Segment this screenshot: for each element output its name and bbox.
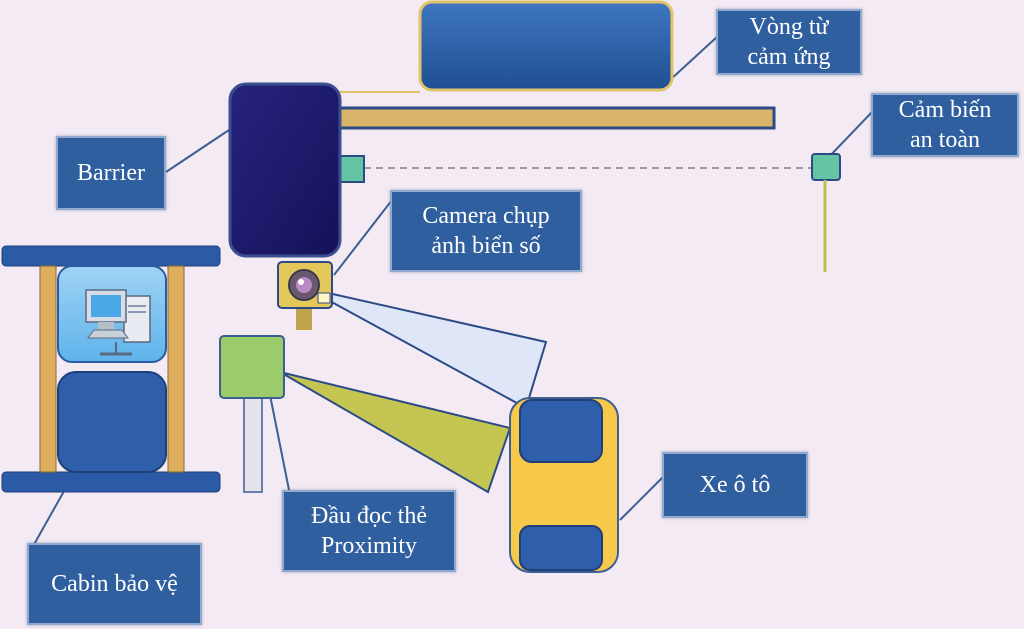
- label-camera-line-1: Camera chụp: [422, 203, 550, 229]
- label-safety-sensor-line-2: an toàn: [910, 127, 980, 153]
- car: [509, 397, 619, 573]
- label-camera: Camera chụp ảnh biển số: [390, 190, 582, 272]
- label-camera-line-2: ảnh biển số: [431, 233, 541, 259]
- safety-sensor-receiver: [811, 153, 841, 181]
- barrier-body: [228, 82, 342, 258]
- label-proximity-reader-line-2: Proximity: [320, 533, 417, 559]
- label-barrier: Barrier: [56, 136, 166, 210]
- camera-view-cone: [305, 287, 548, 410]
- label-induction-loop-line-2: cảm ứng: [747, 44, 831, 70]
- label-proximity-reader-line-1: Đầu đọc thẻ: [311, 503, 427, 529]
- label-safety-sensor-line-1: Cảm biến: [898, 97, 992, 123]
- guard-cabin: [1, 245, 221, 493]
- label-barrier-text: Barrier: [77, 160, 145, 186]
- label-safety-sensor: Cảm biến an toàn: [871, 93, 1019, 157]
- induction-loop: [418, 0, 674, 92]
- reader-post: [243, 395, 263, 493]
- computer-icon: [85, 289, 151, 356]
- reader-view-cone: [279, 371, 512, 494]
- label-induction-loop-line-1: Vòng từ: [749, 14, 829, 40]
- proximity-reader: [219, 335, 285, 399]
- label-induction-loop: Vòng từ cảm ứng: [716, 9, 862, 75]
- label-proximity-reader: Đầu đọc thẻ Proximity: [282, 490, 456, 572]
- label-car-text: Xe ô tô: [699, 472, 771, 498]
- label-guard-cabin: Cabin bảo vệ: [27, 543, 202, 625]
- label-car: Xe ô tô: [662, 452, 808, 518]
- label-guard-cabin-text: Cabin bảo vệ: [51, 571, 178, 597]
- barrier-arm: [332, 106, 776, 130]
- camera-icon: [277, 261, 333, 330]
